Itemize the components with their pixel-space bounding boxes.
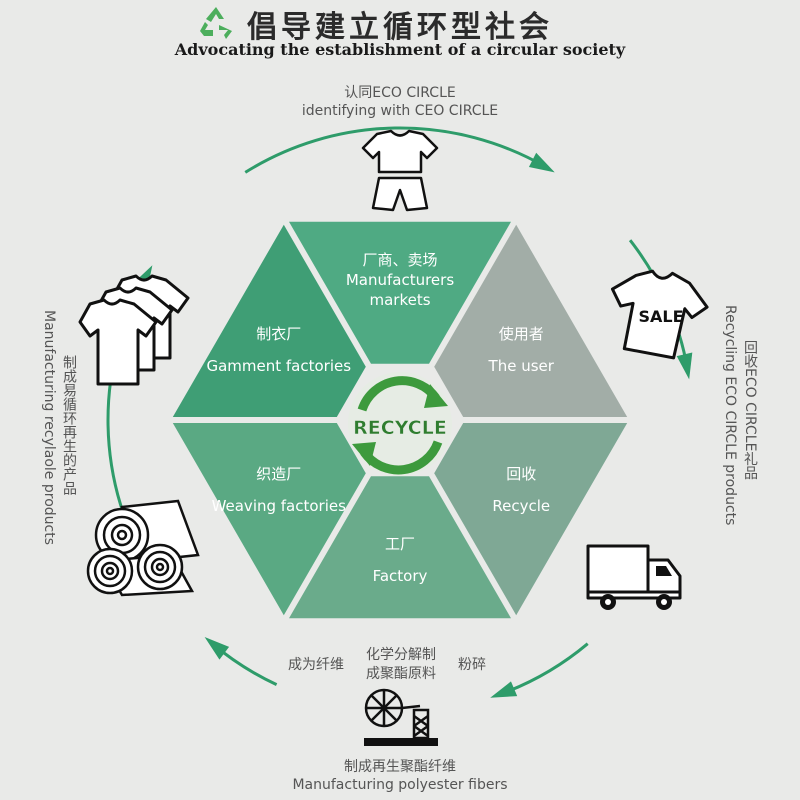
segment-text: 制衣厂 (206, 324, 351, 344)
segment-label: 工厂 Factory (373, 534, 428, 586)
segment-text: 织造厂 (212, 464, 346, 484)
stacked-shirts-icon (74, 272, 198, 392)
segment-text: Recycle (492, 496, 550, 516)
bottom-station-cn: 制成再生聚酯纤维 (250, 758, 550, 776)
segment-text: 厂商、卖场 (346, 250, 454, 270)
bottom-station-en: Manufacturing polyester fibers (250, 776, 550, 794)
step-crush: 粉碎 (458, 656, 486, 674)
segment-label: 使用者 The user (489, 324, 554, 376)
spinning-machine-icon (362, 686, 440, 750)
segment-text: Gamment factories (206, 356, 351, 376)
segment-text: Manufacturers (346, 270, 454, 290)
outer-arrow-head (205, 637, 229, 660)
outer-arrow-head (490, 681, 517, 697)
segment-text: markets (346, 290, 454, 310)
segment-label: 回收 Recycle (492, 464, 550, 516)
segment-label: 制衣厂 Gamment factories (206, 324, 351, 376)
step-chem-1: 化学分解制 (366, 646, 436, 664)
right-station-cn: 回收ECO CIRCLE礼品 (741, 340, 759, 479)
step-chem-2: 成聚酯原料 (366, 665, 436, 683)
outfit-icon (355, 128, 445, 214)
segment-text: 工厂 (373, 534, 428, 554)
right-station-en: Recycling ECO CIRCLE products (721, 305, 739, 525)
segment-text: Factory (373, 566, 428, 586)
segment-label: 织造厂 Weaving factories (212, 464, 346, 516)
fabric-rolls-icon (82, 495, 212, 605)
sale-shirt-icon: SALE (606, 268, 710, 362)
step-fiber: 成为纤维 (288, 656, 344, 674)
sale-label: SALE (638, 307, 683, 326)
segment-text: The user (489, 356, 554, 376)
recycle-label: RECYCLE (353, 417, 447, 439)
segment-text: 回收 (492, 464, 550, 484)
segment-text: Weaving factories (212, 496, 346, 516)
left-station-en: Manufacturing recylaole products (40, 310, 58, 545)
outer-arrow-head (529, 153, 555, 173)
truck-icon (584, 540, 684, 616)
segment-text: 使用者 (489, 324, 554, 344)
